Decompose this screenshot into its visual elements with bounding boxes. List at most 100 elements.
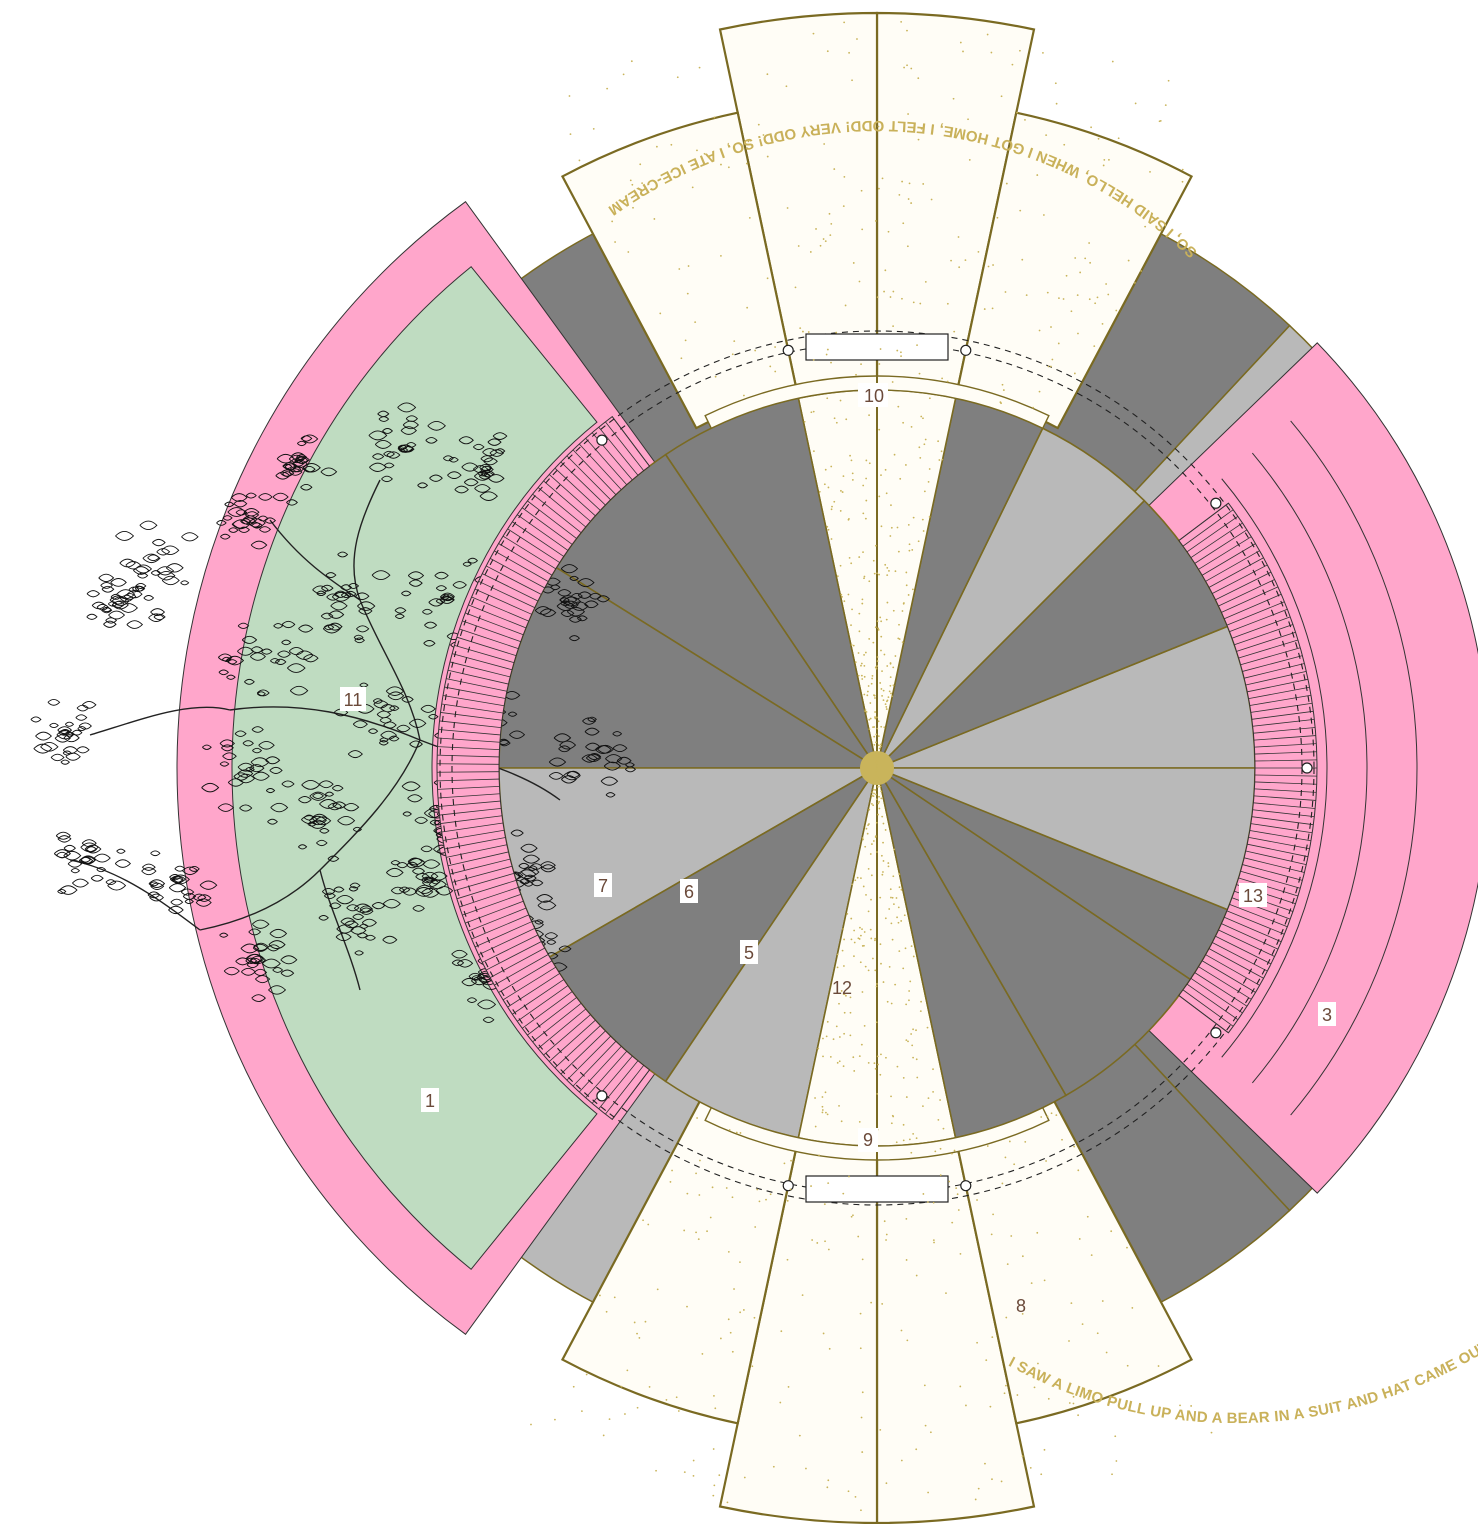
speckle: [1057, 342, 1060, 345]
speckle: [1126, 1364, 1129, 1367]
speckle: [869, 928, 872, 931]
leaf-cluster: [318, 882, 401, 956]
speckle: [880, 620, 883, 623]
speckle: [881, 1303, 884, 1305]
speckle: [671, 1169, 673, 1172]
speckle: [812, 410, 815, 413]
speckle: [938, 459, 941, 461]
speckle: [910, 67, 913, 70]
speckle: [878, 783, 881, 785]
speckle: [733, 340, 736, 343]
speckle: [680, 357, 683, 360]
speckle: [868, 718, 871, 721]
speckle: [906, 245, 909, 248]
speckle: [928, 397, 931, 400]
speckle: [867, 910, 870, 913]
speckle: [1000, 1480, 1003, 1483]
leaf-cluster: [115, 520, 199, 622]
speckle: [766, 73, 769, 76]
path-node: [782, 1180, 794, 1192]
speckle: [858, 612, 861, 615]
speckle: [858, 1120, 861, 1123]
speckle: [696, 1117, 698, 1119]
speckle: [889, 676, 892, 679]
speckle: [991, 307, 994, 310]
speckle: [920, 1000, 922, 1003]
speckle: [861, 991, 864, 993]
speckle: [835, 331, 838, 334]
speckle: [1065, 274, 1068, 277]
speckle: [870, 898, 872, 901]
speckle: [1055, 1114, 1058, 1117]
speckle: [1076, 294, 1079, 297]
speckle: [873, 743, 876, 746]
speckle: [932, 1068, 934, 1071]
speckle: [878, 756, 881, 758]
speckle: [1111, 1473, 1113, 1476]
leaf-cluster: [534, 564, 610, 642]
speckle: [1102, 164, 1105, 167]
speckle: [885, 1056, 887, 1059]
speckle: [836, 1061, 839, 1064]
speckle: [1066, 171, 1068, 174]
speckle: [893, 848, 896, 851]
speckle: [865, 827, 868, 830]
speckle: [727, 1251, 730, 1253]
speckle: [863, 664, 866, 667]
speckle: [861, 598, 864, 601]
speckle: [880, 797, 883, 800]
dashed-path-circle: [439, 330, 1315, 1206]
speckle: [843, 1011, 846, 1014]
speckle: [585, 1373, 588, 1376]
speckle: [757, 123, 760, 126]
speckle: [698, 66, 701, 69]
speckle: [748, 216, 751, 219]
speckle: [868, 414, 870, 417]
speckle: [1103, 158, 1106, 161]
speckle: [1117, 137, 1120, 140]
speckle: [902, 421, 905, 424]
speckle: [871, 794, 874, 797]
speckle: [884, 563, 887, 566]
pink-tick-band-left: [436, 415, 651, 1121]
speckle: [611, 220, 614, 223]
speckle: [875, 733, 878, 736]
speckle: [830, 465, 833, 468]
speckle: [874, 220, 877, 222]
speckle: [976, 1199, 978, 1201]
speckle: [882, 871, 884, 873]
speckle: [1101, 323, 1104, 325]
speckle: [917, 540, 920, 543]
speckle: [869, 702, 872, 704]
speckle: [927, 1491, 930, 1494]
speckle: [910, 1151, 913, 1154]
speckle: [1070, 310, 1073, 313]
speckle: [856, 876, 859, 879]
speckle: [896, 526, 899, 529]
speckle: [1084, 257, 1087, 260]
speckle: [877, 735, 880, 737]
speckle: [1134, 281, 1136, 284]
speckle: [831, 505, 833, 508]
speckle: [902, 1139, 905, 1142]
speckle: [863, 654, 865, 656]
speckle: [860, 1043, 863, 1046]
speckle: [908, 549, 911, 552]
speckle: [826, 1486, 829, 1489]
speckle: [762, 134, 765, 136]
speckle: [1181, 180, 1184, 183]
speckle: [857, 1235, 860, 1238]
speckle: [951, 1221, 954, 1224]
speckle: [863, 575, 866, 578]
speckle: [838, 1104, 840, 1107]
speckle: [874, 789, 877, 791]
speckle: [910, 202, 913, 204]
speckle: [905, 571, 908, 574]
speckle: [878, 363, 881, 365]
speckle: [873, 792, 875, 795]
speckle: [962, 50, 964, 53]
speckle: [656, 1288, 659, 1291]
speckle: [863, 1024, 866, 1027]
speckle: [568, 95, 571, 97]
speckle: [805, 1467, 807, 1470]
